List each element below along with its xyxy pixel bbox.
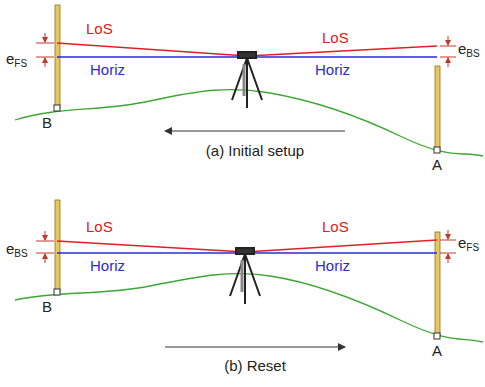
horizontal-label: Horiz	[315, 61, 350, 78]
staff-point-label: B	[42, 298, 52, 315]
error-label: eBS	[458, 40, 480, 57]
error-label: eFS	[458, 234, 479, 251]
error-label: eFS	[6, 50, 27, 67]
line-of-sight-label: LoS	[86, 218, 113, 235]
staff-point-label: A	[432, 156, 442, 173]
staff-point-label: B	[42, 114, 52, 131]
line-of-sight-label: LoS	[322, 29, 349, 46]
panel-caption: (a) Initial setup	[206, 142, 304, 159]
horizontal-label: Horiz	[315, 257, 350, 274]
panel-b	[15, 200, 483, 347]
panel-a	[15, 5, 483, 156]
line-of-sight-label: LoS	[86, 20, 113, 37]
horizontal-label: Horiz	[90, 257, 125, 274]
horizontal-label: Horiz	[90, 61, 125, 78]
staff-point-label: A	[432, 342, 442, 359]
panel-caption: (b) Reset	[224, 357, 286, 374]
error-label: eBS	[6, 240, 28, 257]
line-of-sight-label: LoS	[322, 218, 349, 235]
